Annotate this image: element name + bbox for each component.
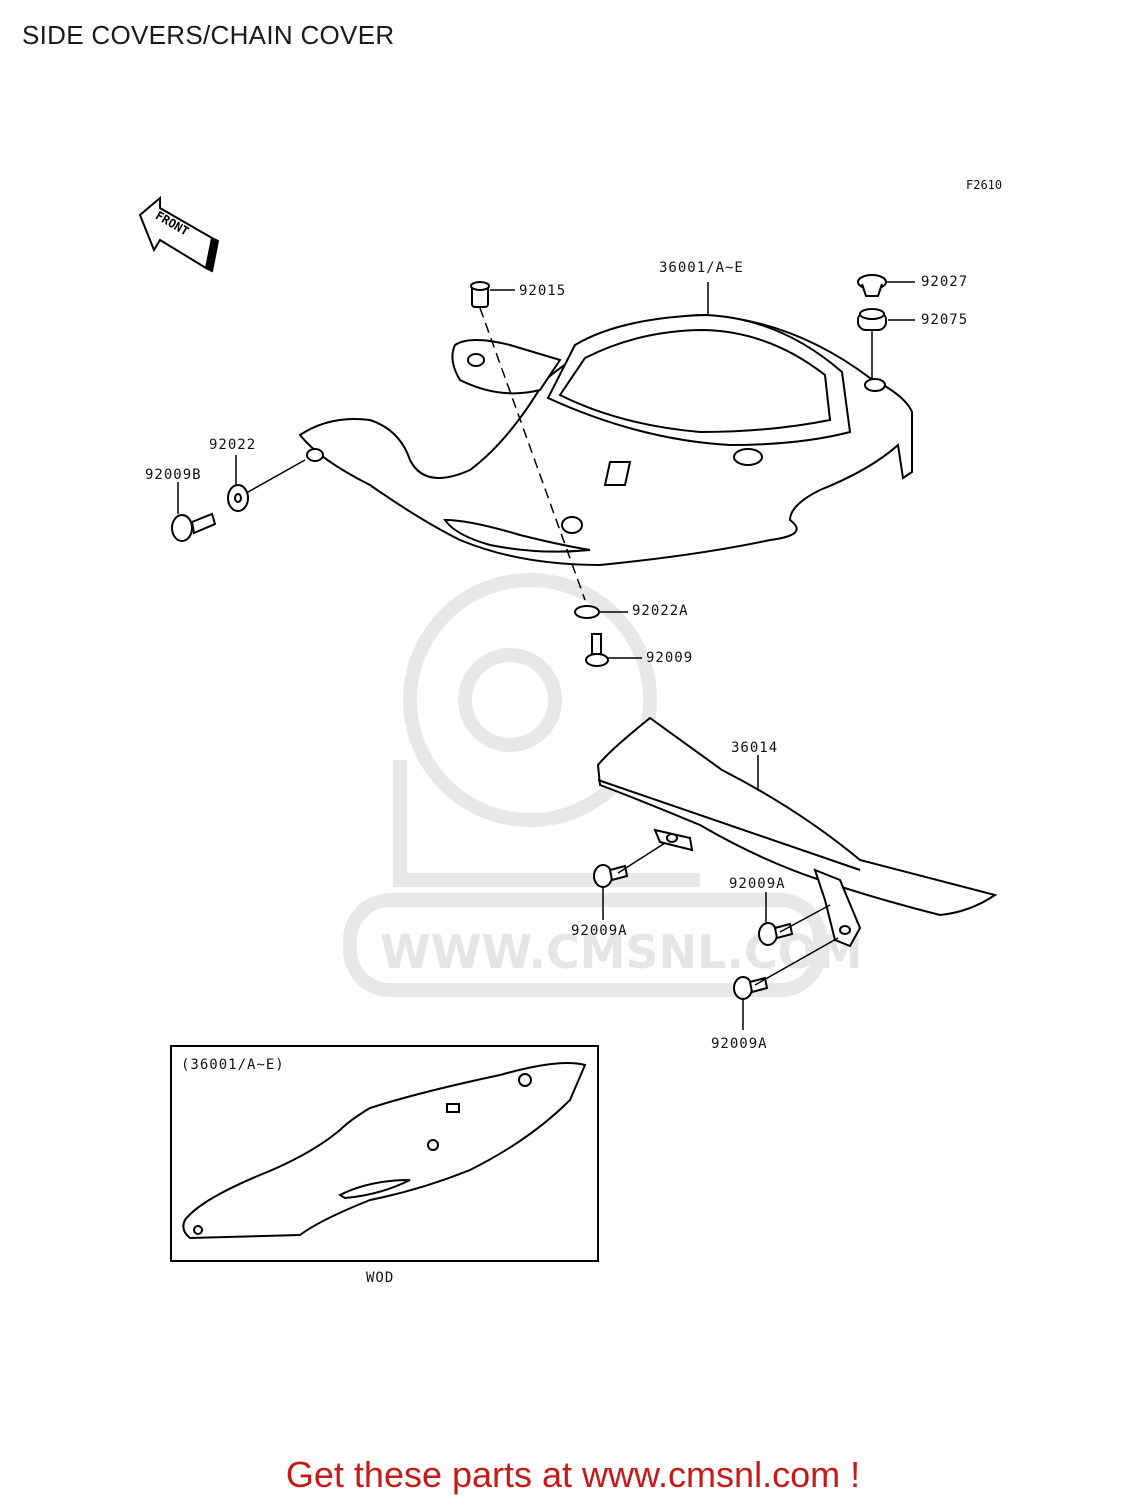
dashed-leader — [479, 307, 586, 601]
part-92075-grommet — [857, 308, 887, 331]
part-92015-collar — [470, 281, 490, 308]
label-36014: 36014 — [731, 740, 779, 756]
part-92009B-bolt — [171, 512, 217, 542]
label-92075: 92075 — [921, 312, 969, 328]
label-92009A-left: 92009A — [571, 923, 628, 939]
part-92022-washer — [227, 484, 249, 512]
label-92022: 92022 — [209, 437, 257, 453]
label-92015: 92015 — [519, 283, 567, 299]
leader-lines — [177, 281, 915, 1030]
part-92027-cap — [857, 274, 887, 297]
part-92022A-washer — [574, 605, 600, 619]
label-92027: 92027 — [921, 274, 969, 290]
label-92009A-bottom: 92009A — [711, 1036, 768, 1052]
inset-side-cover — [182, 1061, 587, 1240]
label-92022A: 92022A — [632, 603, 689, 619]
part-92009A-bolt-2 — [758, 922, 794, 946]
part-92009A-bolt-3 — [733, 976, 769, 1000]
page-title: SIDE COVERS/CHAIN COVER — [22, 20, 395, 50]
figure-code: F2610 — [966, 178, 1003, 192]
part-92009-bolt — [585, 633, 609, 667]
side-cover-assembly — [298, 313, 913, 567]
chain-cover — [596, 716, 998, 948]
label-92009A-right: 92009A — [729, 876, 786, 892]
label-92009B: 92009B — [145, 467, 202, 483]
label-36001: 36001/A~E — [659, 260, 744, 276]
footer-link[interactable]: Get these parts at www.cmsnl.com ! — [285, 1454, 861, 1495]
inset-label: (36001/A~E) — [181, 1057, 285, 1073]
label-92009: 92009 — [646, 650, 694, 666]
front-arrow-icon — [138, 195, 220, 273]
inset-caption: WOD — [366, 1270, 395, 1286]
